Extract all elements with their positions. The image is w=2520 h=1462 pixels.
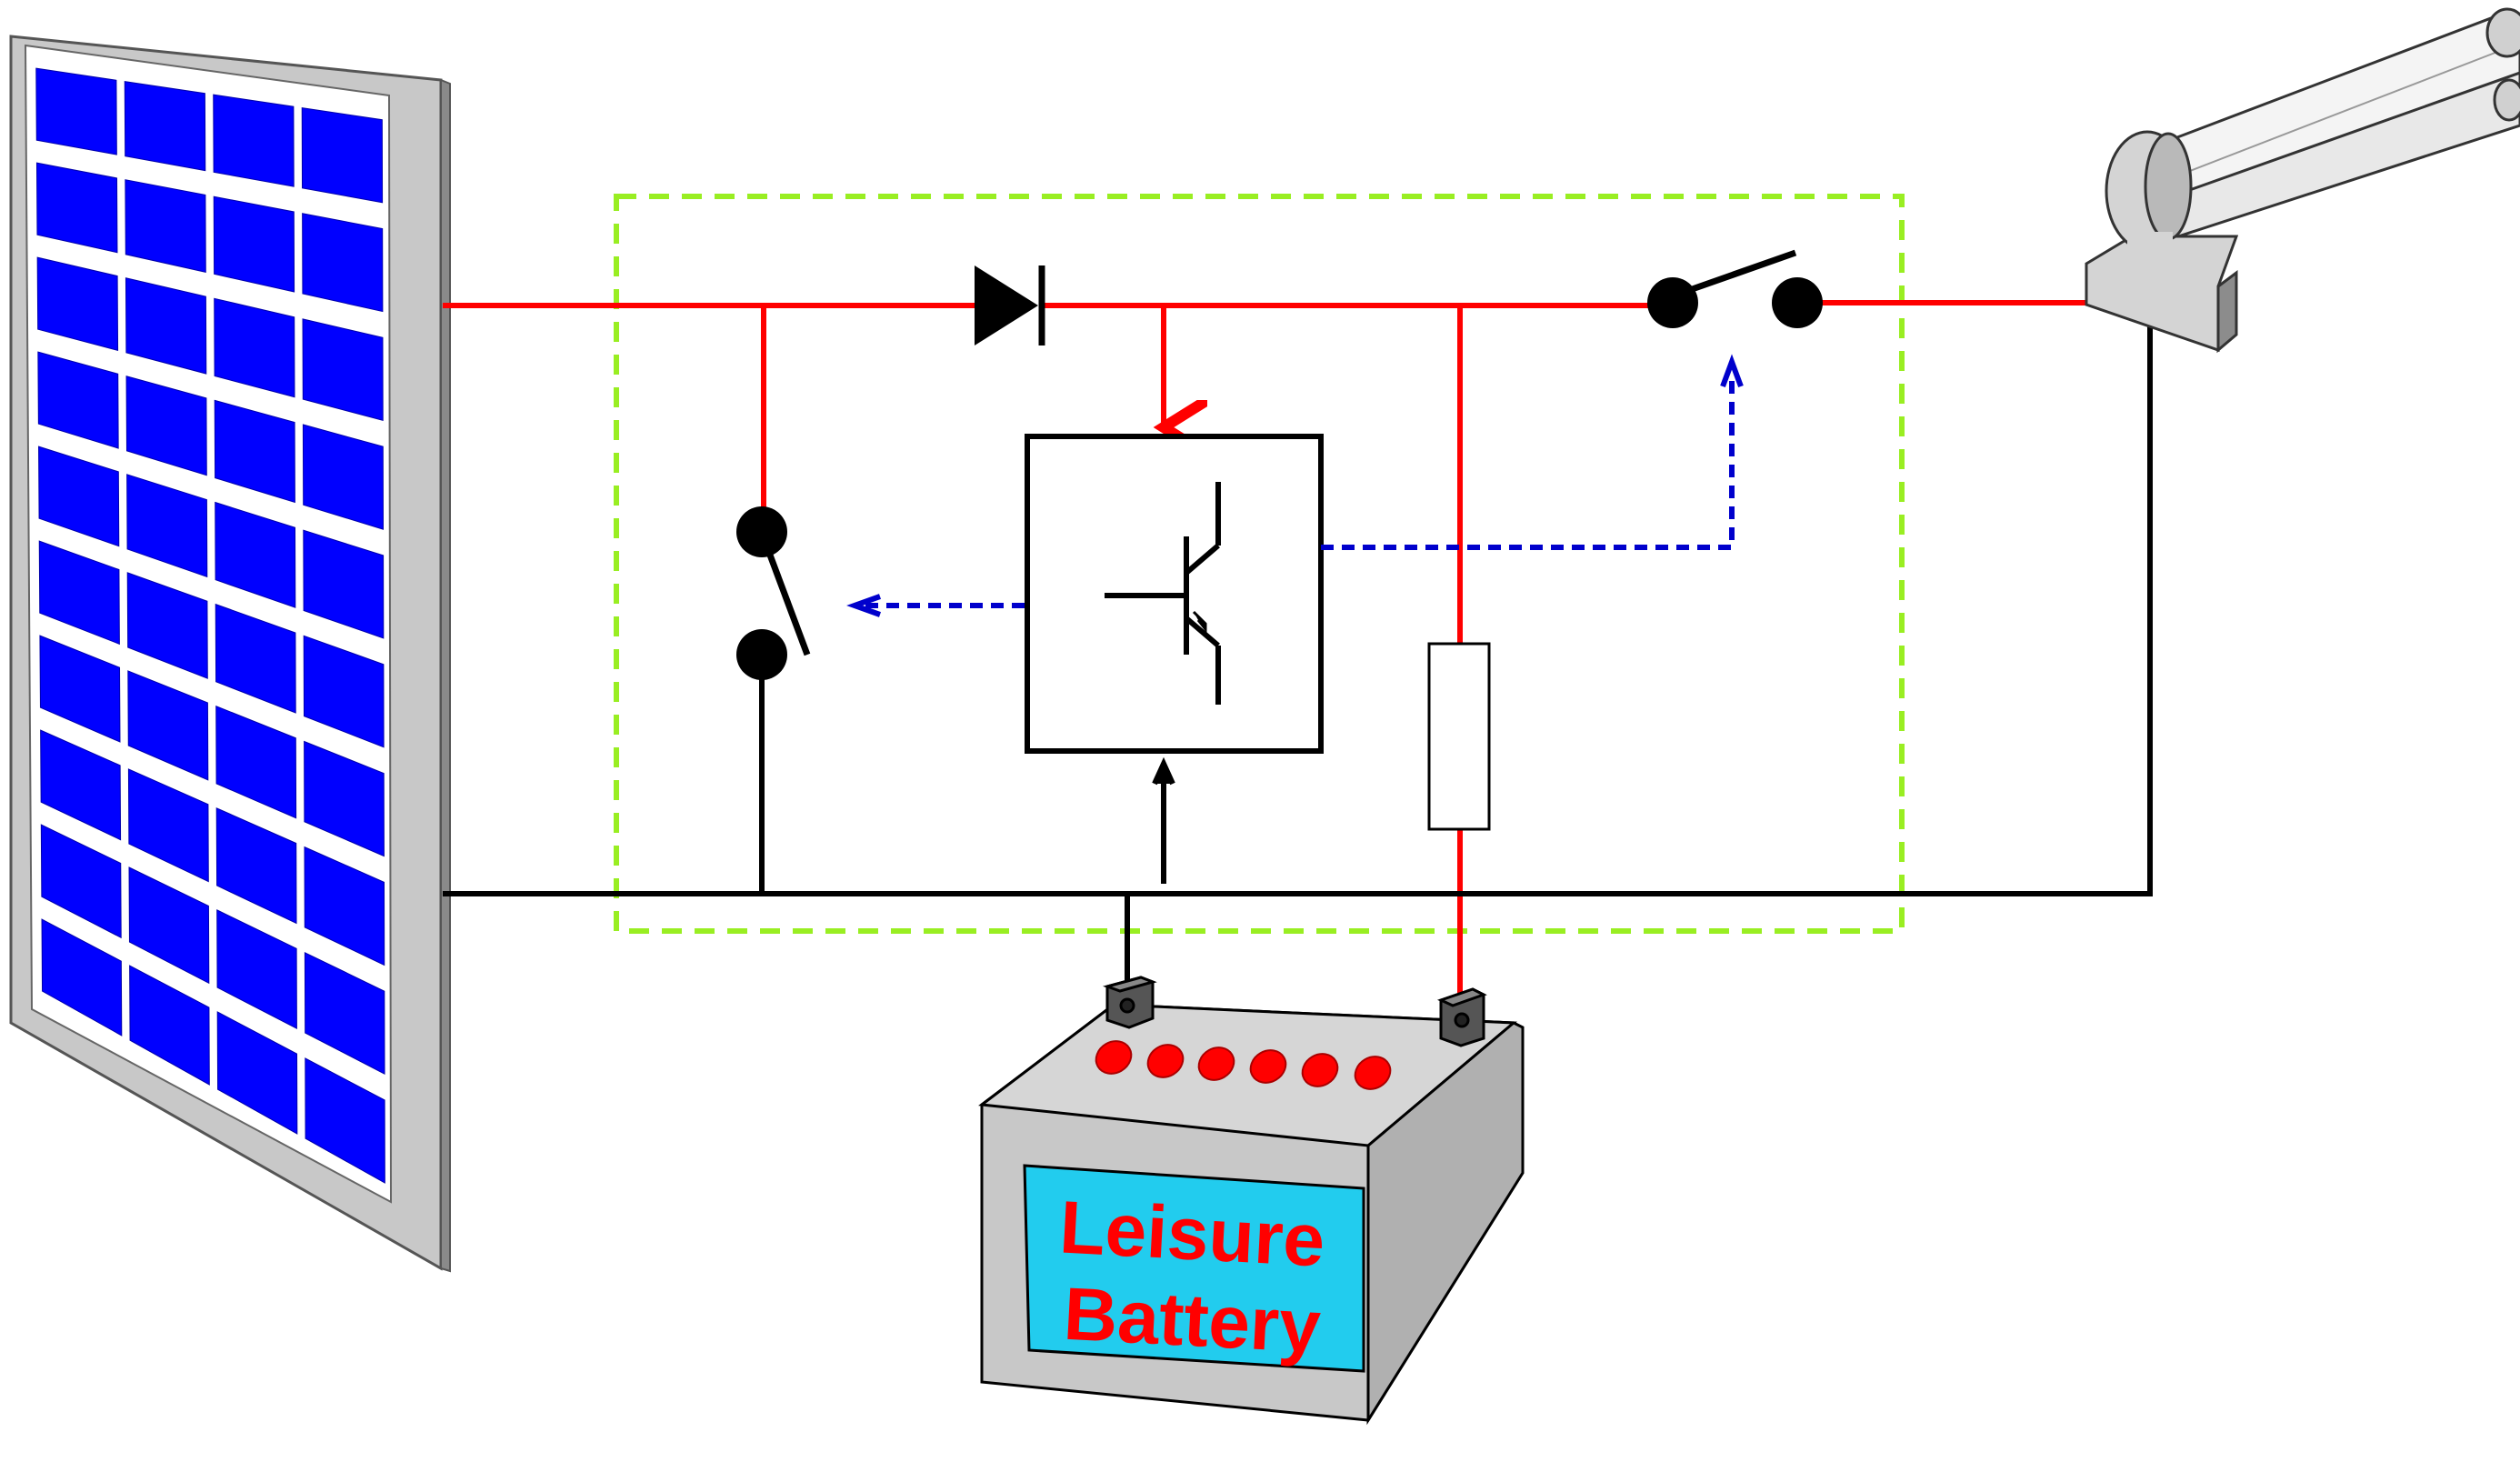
battery-icon [978, 976, 1525, 1426]
solar-cell [302, 213, 384, 313]
signal-arrow-up [1720, 354, 1744, 388]
solar-cell [303, 635, 385, 748]
solar-cell [215, 705, 297, 819]
solar-cell [214, 297, 295, 398]
solar-cell [126, 474, 208, 578]
solar-cell [128, 866, 210, 985]
solar-cell [38, 540, 120, 646]
solar-cell [304, 951, 385, 1076]
solar-cell [303, 529, 385, 639]
solar-cells [35, 67, 385, 1184]
transistor-icon [1105, 482, 1221, 705]
solar-cell [302, 318, 384, 422]
solar-cell [215, 807, 297, 925]
solar-cell [302, 424, 385, 530]
solar-cell [36, 256, 119, 352]
battery-label-line2: Battery [1062, 1273, 1323, 1369]
negative-terminal [1102, 976, 1157, 1029]
solar-cell [41, 918, 123, 1036]
controller-boundary [614, 194, 1905, 934]
solar-cell [39, 635, 121, 743]
solar-cell [214, 399, 295, 504]
solar-panel [9, 35, 451, 1273]
load-switch [1647, 249, 1823, 328]
solar-cell [216, 1011, 298, 1135]
positive-terminal [1436, 987, 1487, 1047]
solar-cell [304, 740, 385, 857]
solar-cell [304, 846, 385, 966]
solar-cell [213, 195, 295, 293]
solar-cell [37, 351, 119, 449]
solar-cell [216, 909, 297, 1030]
solar-cell [305, 1057, 385, 1184]
control-signals [864, 373, 1735, 608]
diode-icon [975, 265, 1045, 345]
positive-wiring [443, 300, 2091, 993]
fuse-icon [1427, 642, 1491, 831]
solar-cell [301, 107, 384, 204]
solar-cell [127, 768, 209, 883]
solar-cell [126, 572, 208, 679]
solar-cell [35, 162, 118, 254]
fluorescent-lamp-icon [2085, 7, 2520, 354]
negative-wiring [443, 325, 2153, 985]
solar-cell [124, 81, 206, 172]
solar-cell [125, 179, 206, 273]
solar-cell [38, 446, 120, 547]
shunt-switch [736, 506, 811, 680]
solar-cell [35, 67, 117, 155]
solar-cell [127, 670, 209, 781]
controller-unit [1025, 434, 1324, 754]
solar-cell [215, 603, 296, 714]
solar-cell [215, 501, 296, 608]
solar-cell [40, 824, 122, 939]
solar-cell [129, 965, 210, 1086]
solar-cell [40, 729, 122, 841]
solar-cell [125, 277, 207, 375]
solar-cell [213, 94, 295, 187]
battery-vents [1095, 1040, 1392, 1090]
battery-label-line1: Leisure [1057, 1186, 1326, 1282]
solar-cell [125, 376, 207, 476]
signal-arrow-left [846, 594, 882, 617]
battery-label-panel [1023, 1164, 1365, 1373]
